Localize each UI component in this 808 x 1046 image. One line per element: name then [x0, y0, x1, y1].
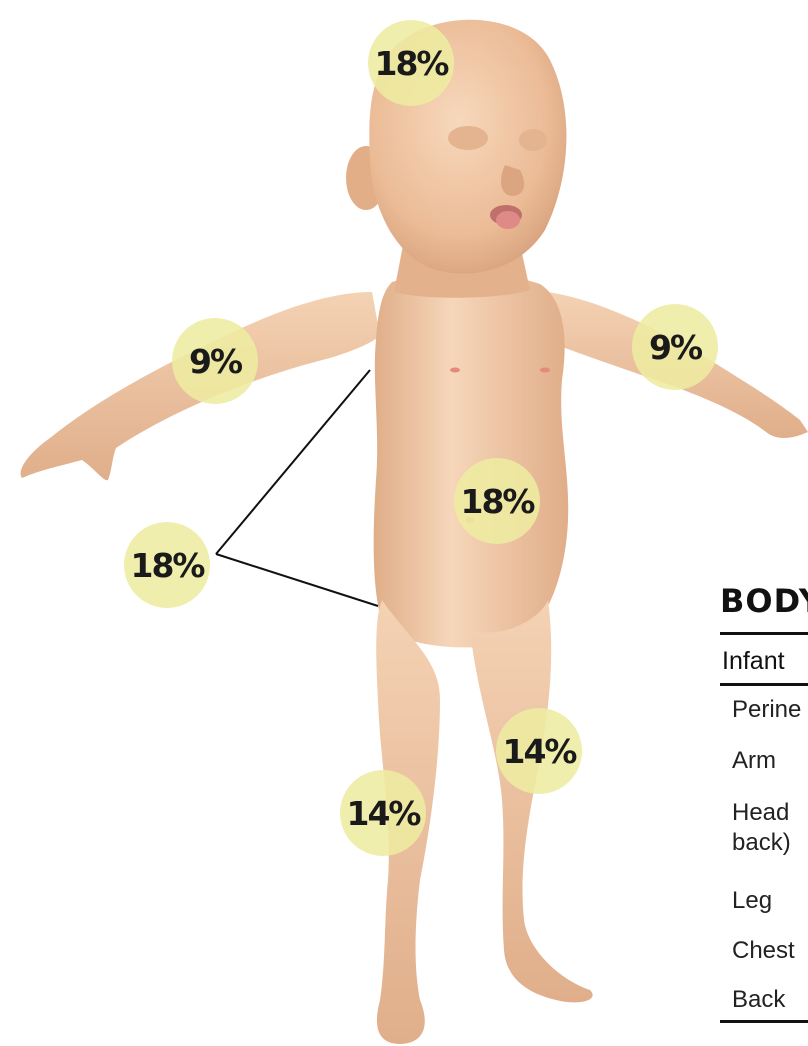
right-arm-percentage-badge: 9% [632, 304, 718, 390]
head-percentage-badge: 18% [368, 20, 454, 106]
table-title: BODY [720, 582, 808, 620]
table-row-label: Chest [732, 936, 795, 966]
table-rule-bottom [720, 1020, 808, 1023]
table-row-label: Head [732, 798, 789, 828]
table-row-label: Perine [732, 695, 801, 725]
table-rule-top [720, 632, 808, 635]
left-leg-percentage-badge: 14% [340, 770, 426, 856]
back-percentage-badge: 18% [124, 522, 210, 608]
table-row-label: back) [732, 828, 791, 858]
table-row-label: Leg [732, 886, 772, 916]
table-rule-header [720, 683, 808, 686]
right-leg [470, 600, 593, 1002]
table-row-label: Back [732, 985, 785, 1015]
right-leg-percentage-badge: 14% [496, 708, 582, 794]
pointer-line-lower [216, 554, 378, 606]
pointer-line-upper [216, 370, 370, 554]
table-header: Infant [722, 647, 785, 676]
table-row-label: Arm [732, 746, 776, 776]
torso [374, 273, 569, 647]
front-torso-percentage-badge: 18% [454, 458, 540, 544]
left-arm-percentage-badge: 9% [172, 318, 258, 404]
